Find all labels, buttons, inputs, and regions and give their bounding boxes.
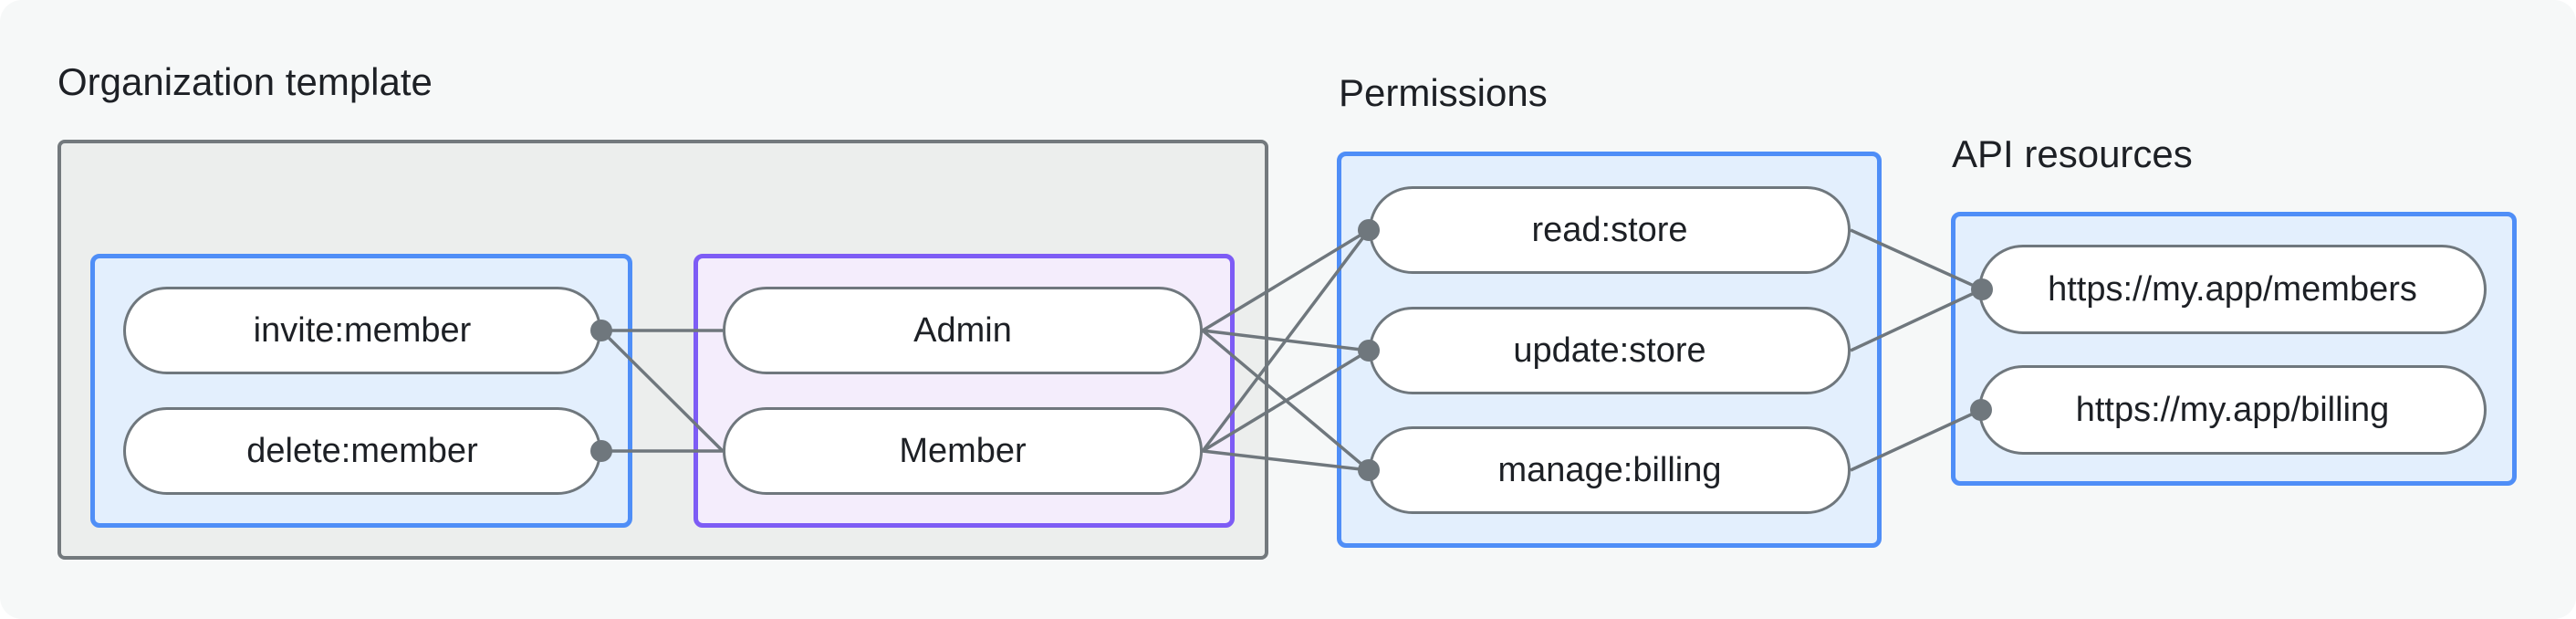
node-read-store: read:store xyxy=(1369,186,1851,274)
node-update-store: update:store xyxy=(1369,307,1851,394)
org-template-title: Organization template xyxy=(57,60,433,103)
node-manage-billing: manage:billing xyxy=(1369,426,1851,514)
api-resources-heading: API resources xyxy=(1952,132,2193,175)
permissions-heading: Permissions xyxy=(1339,71,1548,114)
node-admin: Admin xyxy=(723,287,1203,374)
node-api-billing: https://my.app/billing xyxy=(1978,365,2487,455)
node-invite-member: invite:member xyxy=(123,287,601,374)
node-api-members: https://my.app/members xyxy=(1978,245,2487,334)
node-member: Member xyxy=(723,407,1203,495)
node-delete-member: delete:member xyxy=(123,407,601,495)
